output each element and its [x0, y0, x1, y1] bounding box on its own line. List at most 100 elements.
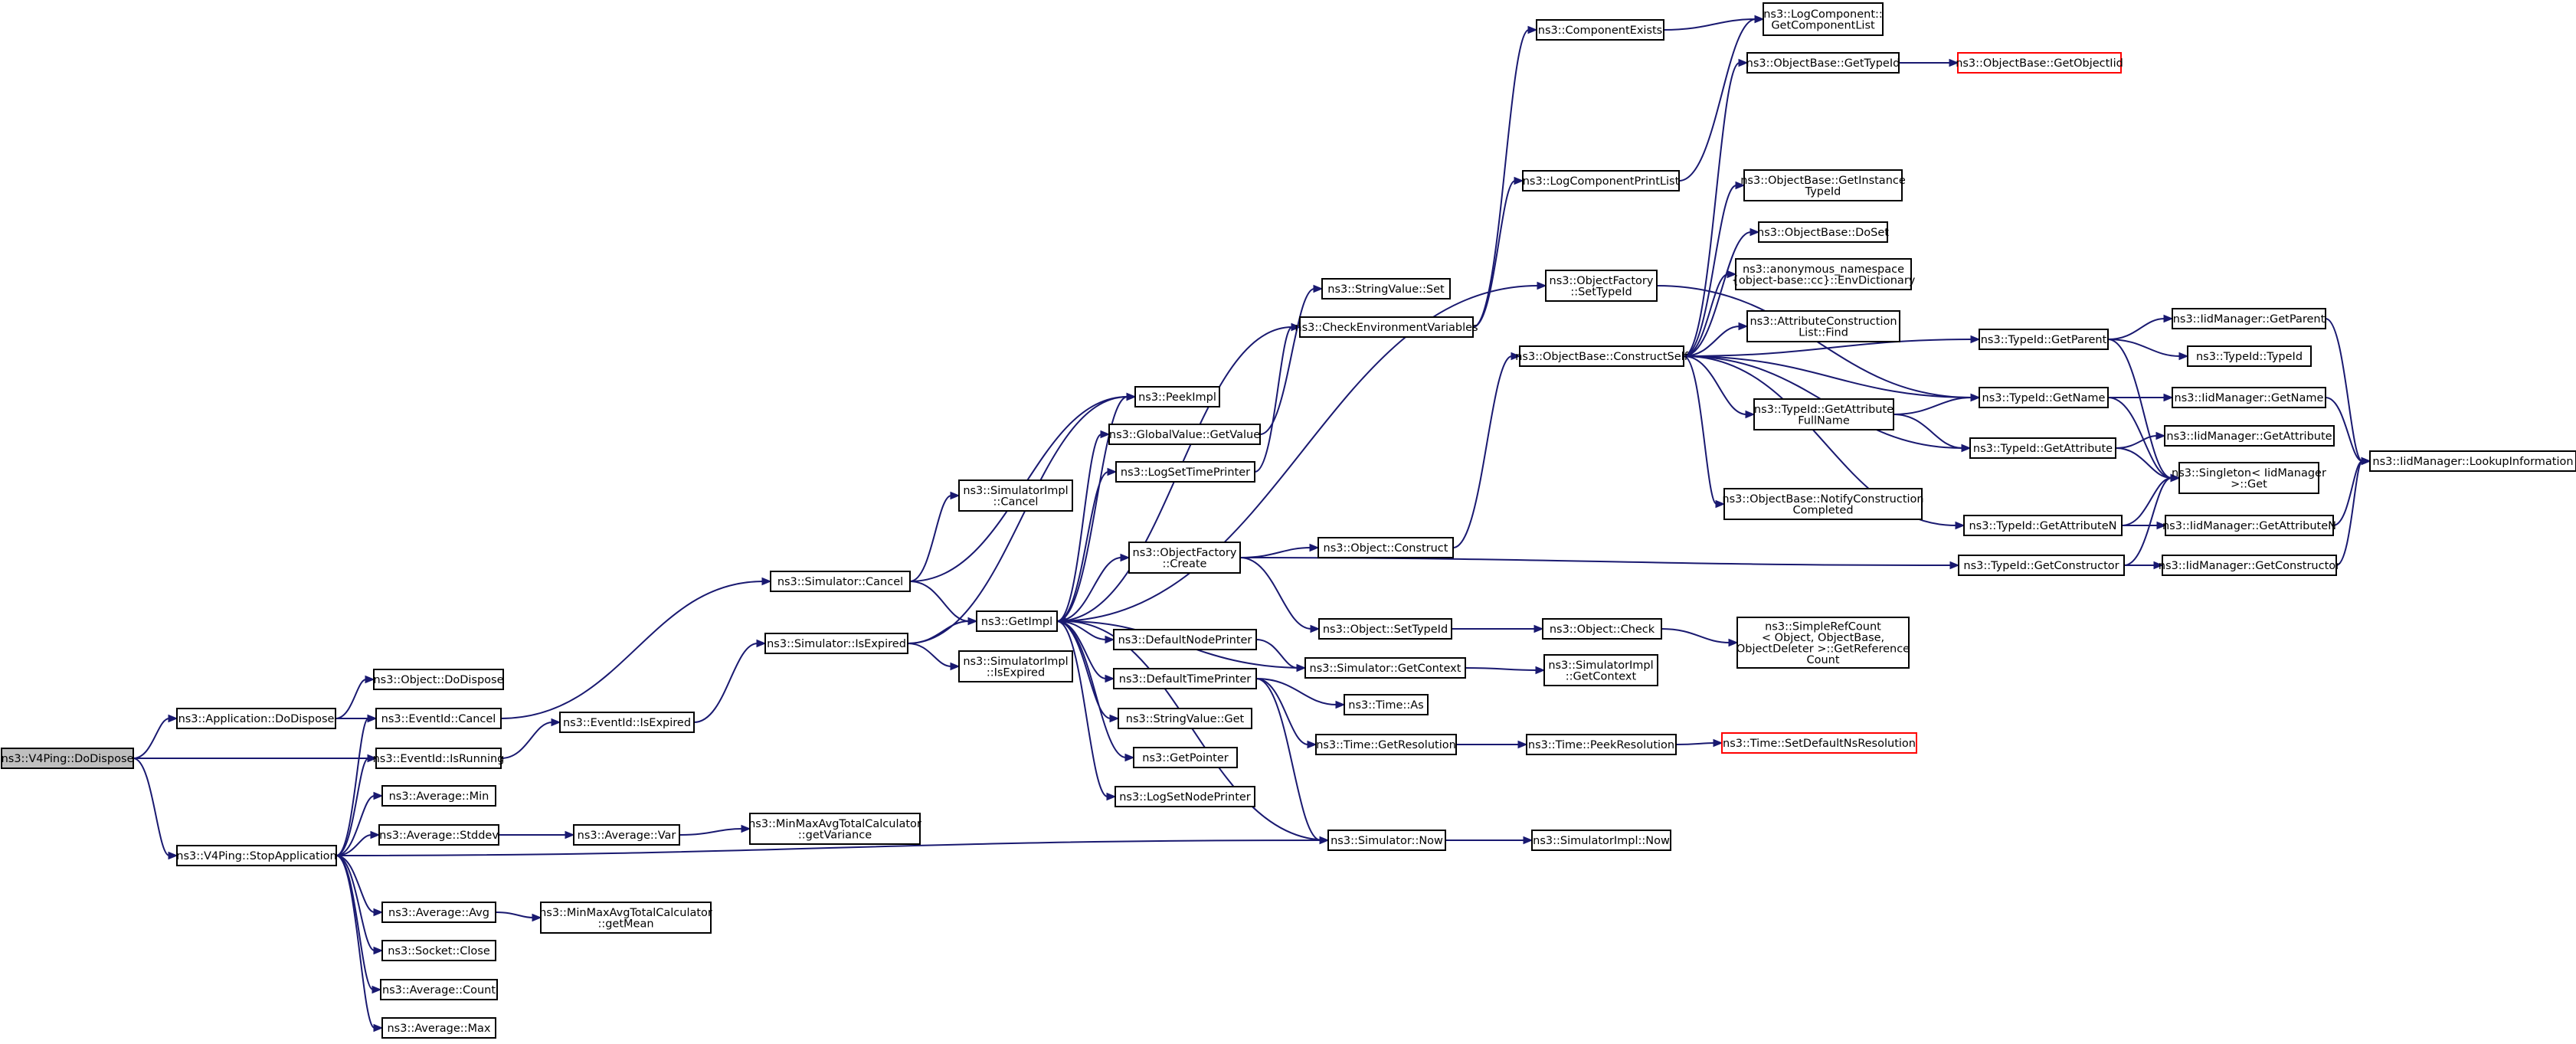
node-simimpl-isexpired[interactable]: ns3::SimulatorImpl::IsExpired — [958, 650, 1073, 682]
node-simimpl-cancel[interactable]: ns3::SimulatorImpl::Cancel — [958, 479, 1073, 512]
node-of-settypeid[interactable]: ns3::ObjectFactory::SetTypeId — [1545, 270, 1658, 302]
node-iid-getconstructor[interactable]: ns3::IidManager::GetConstructor — [2159, 555, 2340, 576]
node-simimpl-getcontext[interactable]: ns3::SimulatorImpl::GetContext — [1543, 654, 1658, 686]
node-ob-doset[interactable]: ns3::ObjectBase::DoSet — [1757, 221, 1889, 243]
node-eventid-isrunning[interactable]: ns3::EventId::IsRunning — [373, 748, 505, 769]
edge-line — [909, 581, 970, 622]
node-avg-count[interactable]: ns3::Average::Count — [380, 979, 498, 1000]
node-box — [1304, 657, 1466, 679]
edge-line — [1254, 326, 1293, 473]
node-iid-lookup[interactable]: ns3::IidManager::LookupInformation — [2369, 450, 2576, 472]
node-socket-close[interactable]: ns3::Socket::Close — [381, 940, 496, 961]
node-label: ::IsExpired — [987, 666, 1045, 679]
node-iid-getparent[interactable]: ns3::IidManager::GetParent — [2172, 308, 2326, 329]
node-avg-max[interactable]: ns3::Average::Max — [381, 1017, 496, 1039]
node-defaulttimeprinter[interactable]: ns3::DefaultTimePrinter — [1113, 668, 1257, 689]
edge-line — [1683, 231, 1752, 357]
edge-arrowhead — [532, 913, 542, 922]
node-box — [1522, 170, 1680, 191]
node-avg-avg[interactable]: ns3::Average::Avg — [381, 902, 496, 923]
node-iid-getname[interactable]: ns3::IidManager::GetName — [2172, 387, 2326, 408]
node-getpointer[interactable]: ns3::GetPointer — [1133, 747, 1238, 768]
node-sim-cancel[interactable]: ns3::Simulator::Cancel — [770, 571, 911, 592]
edge-gv_getvalue-to-sv_set — [1259, 284, 1324, 435]
node-ob-notify[interactable]: ns3::ObjectBase::NotifyConstructionCompl… — [1722, 488, 1924, 520]
node-logcompprintlist[interactable]: ns3::LogComponentPrintList — [1522, 170, 1680, 191]
node-box — [1531, 830, 1671, 851]
edge-obj_settypeid-to-obj_check — [1452, 624, 1544, 633]
node-logcomp-getlist[interactable]: ns3::LogComponent::GetComponentList — [1763, 2, 1884, 36]
node-stopapp[interactable]: ns3::V4Ping::StopApplication — [176, 845, 337, 866]
node-envdict[interactable]: ns3::anonymous_namespace{object-base::cc… — [1732, 258, 1916, 290]
node-iid-getattribute[interactable]: ns3::IidManager::GetAttribute — [2164, 425, 2335, 447]
node-time-getres[interactable]: ns3::Time::GetResolution — [1315, 734, 1457, 755]
node-ob-constructself[interactable]: ns3::ObjectBase::ConstructSelf — [1515, 345, 1689, 367]
node-typeid-getattribute[interactable]: ns3::TypeId::GetAttribute — [1969, 437, 2116, 459]
edge-line — [2332, 460, 2363, 526]
node-typeid-getparent[interactable]: ns3::TypeId::GetParent — [1979, 329, 2109, 350]
edge-arrowhead — [2163, 393, 2174, 402]
node-obj-dodispose[interactable]: ns3::Object::DoDispose — [373, 669, 504, 690]
node-ob-gettypeid[interactable]: ns3::ObjectBase::GetTypeId — [1746, 52, 1900, 74]
node-box — [1969, 437, 2116, 459]
node-label: ns3::Simulator::IsExpired — [767, 638, 906, 650]
node-sv-get[interactable]: ns3::StringValue::Get — [1118, 708, 1252, 729]
node-typeid-typeid[interactable]: ns3::TypeId::TypeId — [2187, 345, 2312, 367]
node-iid-getattributen[interactable]: ns3::IidManager::GetAttributeN — [2162, 515, 2336, 536]
node-avg-stddev[interactable]: ns3::Average::Stddev — [378, 824, 499, 846]
node-getimpl[interactable]: ns3::GetImpl — [976, 610, 1058, 632]
edge-ob_constructself-to-ob_doset — [1683, 227, 1760, 357]
node-label: ns3::IidManager::GetAttribute — [2166, 430, 2332, 443]
node-sim-getcontext[interactable]: ns3::Simulator::GetContext — [1304, 657, 1466, 679]
node-checkenv[interactable]: ns3::CheckEnvironmentVariables — [1295, 316, 1478, 338]
node-sv-set[interactable]: ns3::StringValue::Set — [1321, 278, 1451, 299]
node-sim-isexpired[interactable]: ns3::Simulator::IsExpired — [764, 633, 908, 654]
node-box — [1113, 629, 1257, 650]
node-of-create[interactable]: ns3::ObjectFactory::Create — [1128, 542, 1241, 574]
edge-line — [1661, 628, 1730, 643]
node-app-dodispose[interactable]: ns3::Application::DoDispose — [176, 708, 336, 729]
node-compexists[interactable]: ns3::ComponentExists — [1536, 19, 1664, 41]
node-label: ns3::TypeId::GetAttributeN — [1969, 520, 2116, 532]
edge-app_dodispose-to-obj_dodispose — [335, 675, 375, 719]
node-label: ns3::IidManager::GetParent — [2173, 313, 2326, 326]
edge-line — [2107, 397, 2172, 479]
node-simplerefcount[interactable]: ns3::SimpleRefCount< Object, ObjectBase,… — [1736, 617, 1910, 669]
node-ob-getobjectiid[interactable]: ns3::ObjectBase::GetObjectIid — [1956, 52, 2123, 74]
node-time-setdefault[interactable]: ns3::Time::SetDefaultNsResolution — [1721, 732, 1917, 754]
node-box — [2162, 555, 2337, 576]
node-eventid-cancel[interactable]: ns3::EventId::Cancel — [375, 708, 502, 729]
node-dodispose[interactable]: ns3::V4Ping::DoDispose — [1, 748, 134, 769]
node-simimpl-now[interactable]: ns3::SimulatorImpl::Now — [1531, 830, 1671, 851]
node-getvariance[interactable]: ns3::MinMaxAvgTotalCalculator::getVarian… — [748, 813, 921, 845]
node-obj-settypeid[interactable]: ns3::Object::SetTypeId — [1318, 618, 1452, 640]
node-obj-construct[interactable]: ns3::Object::Construct — [1317, 537, 1454, 558]
edge-line — [1255, 639, 1298, 669]
node-obj-check[interactable]: ns3::Object::Check — [1542, 618, 1662, 640]
node-logsetnodeprinter[interactable]: ns3::LogSetNodePrinter — [1115, 786, 1255, 807]
node-sim-now[interactable]: ns3::Simulator::Now — [1327, 830, 1446, 851]
node-avg-var[interactable]: ns3::Average::Var — [573, 824, 680, 846]
node-time-peekres[interactable]: ns3::Time::PeekResolution — [1526, 734, 1677, 755]
node-typeid-getname[interactable]: ns3::TypeId::GetName — [1979, 387, 2109, 408]
node-label: ns3::Simulator::Cancel — [777, 576, 903, 588]
node-defaultnodeprinter[interactable]: ns3::DefaultNodePrinter — [1113, 629, 1257, 650]
edge-arrowhead — [1126, 392, 1137, 401]
node-singleton-get[interactable]: ns3::Singleton< IidManager>::Get — [2172, 462, 2326, 494]
node-eventid-isexpired[interactable]: ns3::EventId::IsExpired — [559, 712, 695, 733]
node-typeid-getattributen[interactable]: ns3::TypeId::GetAttributeN — [1963, 515, 2123, 536]
node-logsettimeprinter[interactable]: ns3::LogSetTimePrinter — [1115, 461, 1255, 483]
node-typeid-getconstructor[interactable]: ns3::TypeId::GetConstructor — [1958, 555, 2125, 576]
edge-arrowhead — [1313, 284, 1324, 293]
node-time-as[interactable]: ns3::Time::As — [1344, 694, 1429, 715]
node-peekimpl[interactable]: ns3::PeekImpl — [1134, 386, 1220, 407]
node-getmean[interactable]: ns3::MinMaxAvgTotalCalculator::getMean — [539, 902, 712, 934]
edge-arrowhead — [1523, 836, 1533, 845]
edge-arrowhead — [2170, 473, 2181, 483]
node-gv-getvalue[interactable]: ns3::GlobalValue::GetValue — [1108, 424, 1261, 445]
node-avg-min[interactable]: ns3::Average::Min — [381, 785, 496, 807]
